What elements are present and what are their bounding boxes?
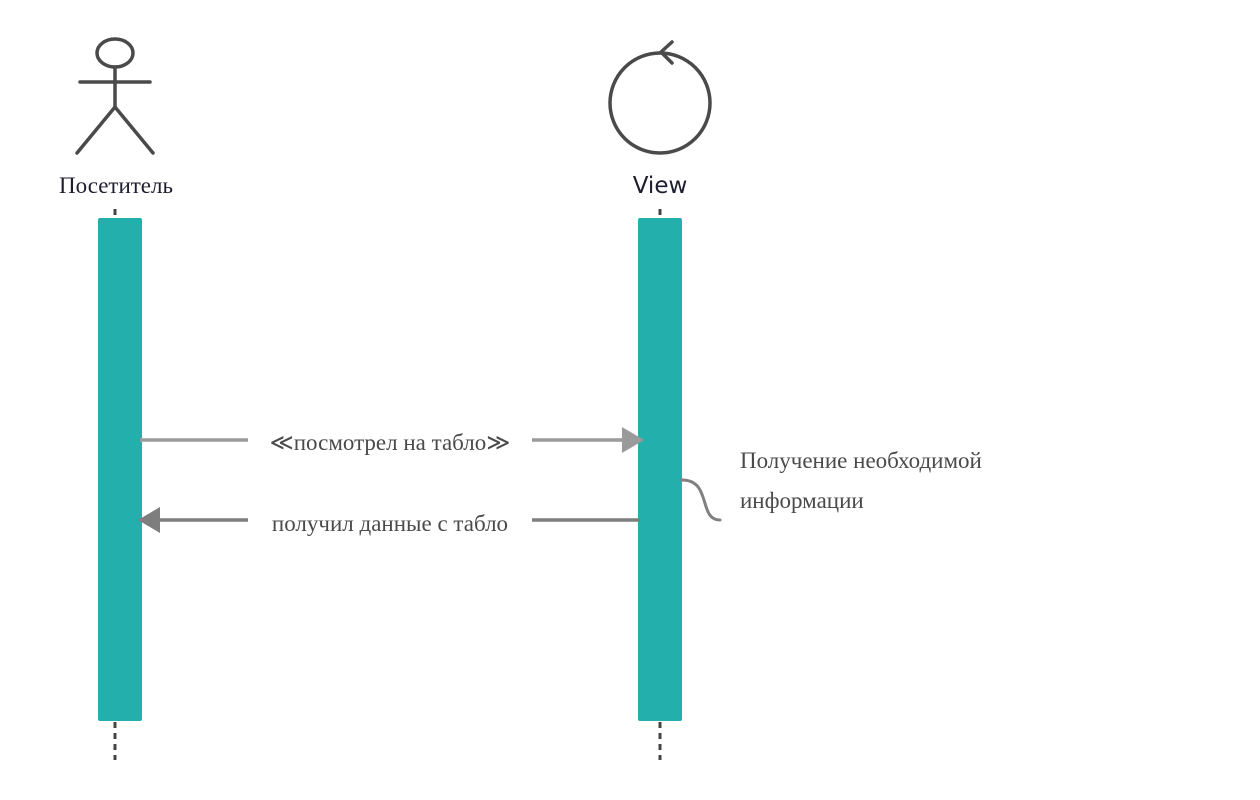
participant-label-view: View	[633, 173, 688, 199]
arrowhead-left-icon	[138, 507, 160, 533]
arrowhead-right-icon	[622, 427, 644, 453]
note-text-line1: Получение необходимой	[740, 448, 982, 473]
message-request-label: ≪посмотрел на табло≫	[270, 430, 511, 455]
actor-icon	[75, 37, 155, 155]
message-response-arrow	[138, 507, 640, 533]
participant-label-visitor: Посетитель	[59, 173, 173, 198]
message-request-arrow	[140, 427, 644, 453]
activation-bar-view	[638, 218, 682, 721]
control-circle-icon	[608, 40, 712, 155]
note-text-line2: информации	[740, 488, 864, 513]
note-connector	[680, 478, 722, 522]
message-response-label: получил данные с табло	[272, 511, 508, 536]
activation-bar-visitor	[98, 218, 142, 721]
